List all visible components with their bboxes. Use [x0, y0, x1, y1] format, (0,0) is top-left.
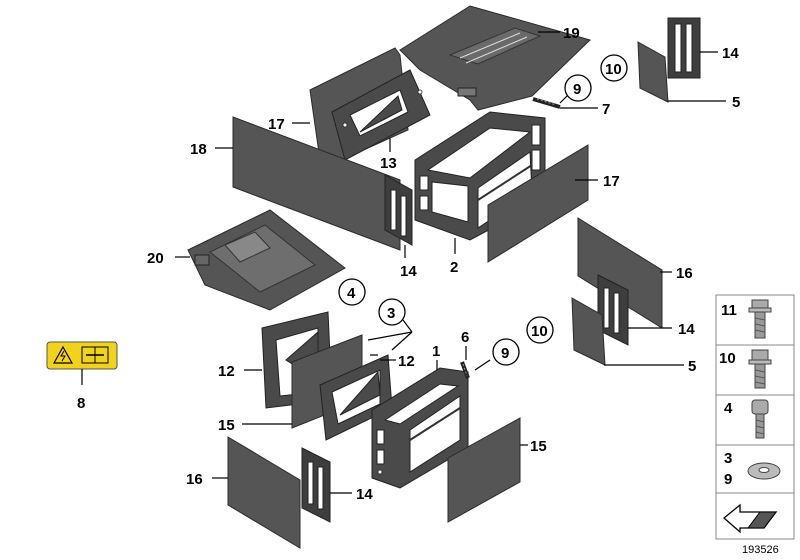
part-20-floor-tray: [187, 209, 346, 311]
part-17-side-insulation: [487, 144, 589, 263]
hex-collar-bolt-icon: [748, 349, 772, 389]
part-14-bottom-slotted-strip: [301, 447, 331, 523]
callout-16-right: 16: [676, 265, 693, 282]
part-14-center-slotted-strip: [384, 174, 413, 246]
callout-19: 19: [563, 25, 580, 42]
callout-9-upper-circle: [564, 74, 592, 102]
part-1-lower-frame: [371, 367, 469, 489]
part-7-stud: [532, 97, 561, 109]
drawing-number: 193526: [742, 544, 779, 556]
view-direction-arrow-icon: [722, 503, 778, 534]
callout-8: 8: [77, 395, 85, 412]
callout-9-upper: 9: [573, 81, 581, 98]
legend-label-10-text: 10: [719, 350, 736, 367]
part-16-bottom-panel: [227, 436, 301, 549]
callout-5-right: 5: [688, 358, 696, 375]
callout-10-lower: 10: [531, 323, 548, 340]
callout-7: 7: [602, 101, 610, 118]
part-6-stud: [460, 361, 470, 379]
callout-14-upper: 14: [722, 45, 739, 62]
flange-bolt-icon: [748, 299, 772, 339]
callout-14-center: 14: [400, 263, 417, 280]
callout-12-left: 12: [218, 363, 235, 380]
legend-label-4: 4: [724, 400, 733, 417]
callout-1: 1: [432, 343, 440, 360]
callout-20: 20: [147, 250, 164, 267]
callout-3-circle: [378, 298, 406, 326]
legend-label-9: 9: [724, 471, 732, 488]
callout-10-upper-circle: [600, 54, 628, 82]
callout-13: 13: [380, 155, 397, 172]
callout-18: 18: [190, 141, 207, 158]
socket-head-screw-icon: [751, 399, 769, 439]
part-18-side-panel: [232, 116, 401, 251]
callout-15-left: 15: [218, 417, 235, 434]
callout-14-right: 14: [678, 321, 695, 338]
callout-14-bottom: 14: [356, 486, 373, 503]
callout-15-right: 15: [530, 438, 547, 455]
callout-2: 2: [450, 259, 458, 276]
part-15-right-insulation: [447, 417, 521, 523]
callout-16-bottom: 16: [186, 471, 203, 488]
callout-12-right: 12: [398, 353, 415, 370]
part-14-upper-slotted-strip: [667, 17, 701, 79]
callout-9-lower: 9: [501, 345, 509, 362]
part-13-bracket: [331, 69, 431, 161]
fastener-legend: 11 10 4: [715, 294, 795, 540]
part-5-upper-pad: [637, 41, 669, 103]
callout-9-lower-circle: [492, 338, 520, 366]
legend-label-3: 3: [724, 450, 732, 467]
callout-6: 6: [461, 329, 469, 346]
callout-3: 3: [387, 305, 395, 322]
callout-17-upper: 17: [268, 116, 285, 133]
callout-5-upper: 5: [732, 94, 740, 111]
callout-10-upper: 10: [605, 61, 622, 78]
legend-label-11: 11: [721, 302, 737, 319]
callout-17-side: 17: [603, 173, 620, 190]
washer-icon: [747, 462, 781, 480]
part-19-top-cover: [399, 5, 591, 111]
callout-10-lower-circle: [526, 316, 554, 344]
high-voltage-service-label-icon: [46, 341, 118, 370]
callout-4-circle: [338, 278, 366, 306]
part-14-right-slotted-strip: [597, 274, 629, 346]
callout-4: 4: [347, 285, 356, 302]
